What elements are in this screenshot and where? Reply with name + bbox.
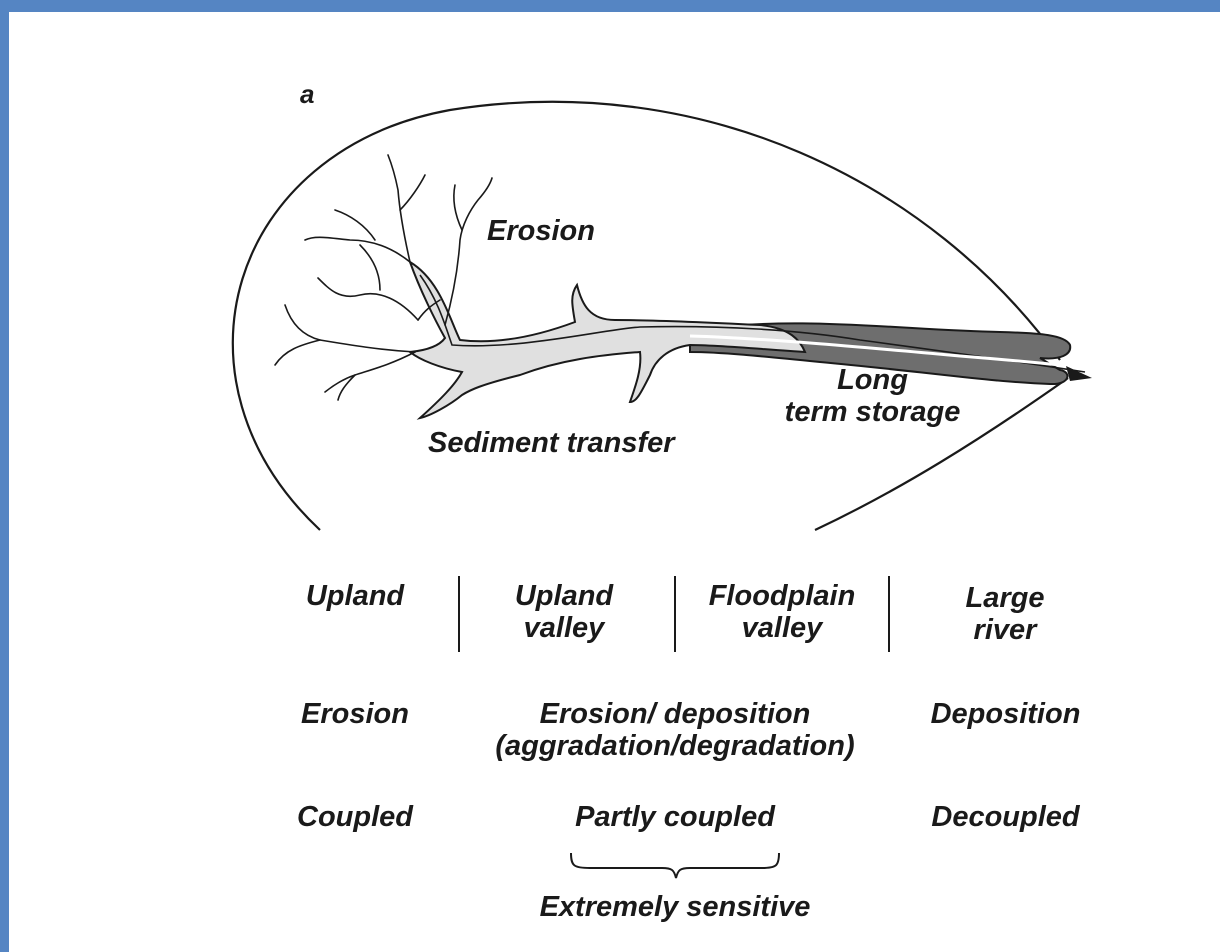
process-large-river: Deposition — [908, 698, 1103, 730]
coupling-upland: Coupled — [280, 801, 430, 833]
coupling-large-river: Decoupled — [908, 801, 1103, 833]
zone-large-river: Large river — [930, 582, 1080, 646]
zone-floodplain-valley: Floodplain valley — [692, 580, 872, 644]
erosion-map-label: Erosion — [487, 215, 595, 247]
long-term-storage-label: Long term storage — [765, 364, 980, 428]
coupling-middle: Partly coupled — [520, 801, 830, 833]
panel-letter: a — [300, 78, 314, 110]
sediment-transfer-label: Sediment transfer — [428, 427, 675, 459]
process-middle: Erosion/ deposition (aggradation/degrada… — [455, 698, 895, 762]
zone-upland-valley: Upland valley — [489, 580, 639, 644]
flow-arrow-head — [1066, 366, 1092, 381]
extremely-sensitive-label: Extremely sensitive — [495, 891, 855, 923]
process-upland: Erosion — [280, 698, 430, 730]
zone-upland: Upland — [280, 580, 430, 612]
sensitivity-brace — [571, 853, 779, 878]
